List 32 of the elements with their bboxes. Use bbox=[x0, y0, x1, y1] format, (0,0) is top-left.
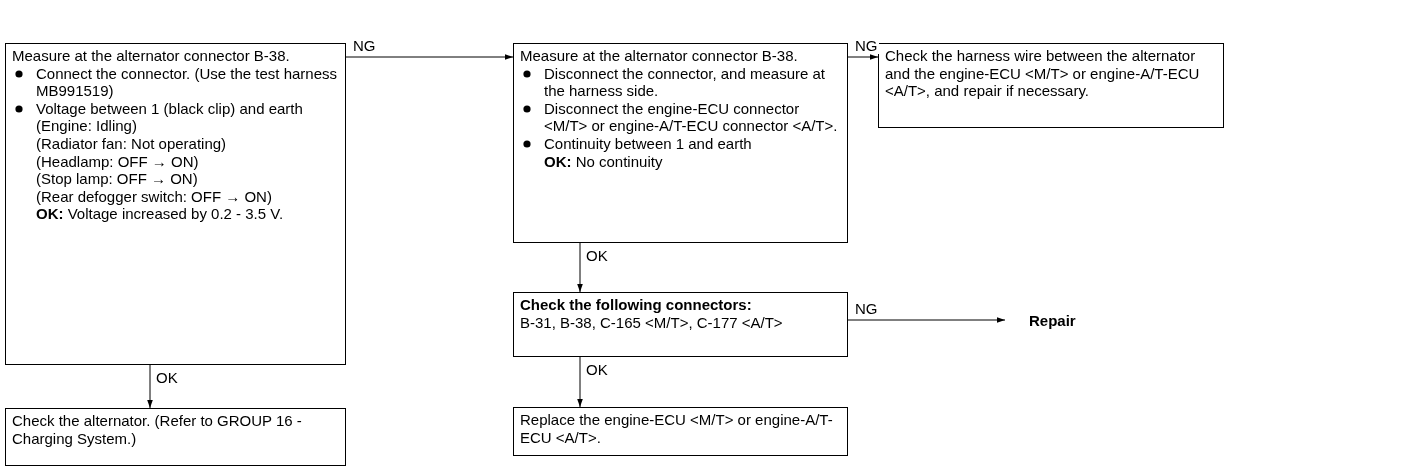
box-text: Check the alternator. (Refer to GROUP 16 - Charging System.) bbox=[12, 412, 303, 448]
process-box bbox=[5, 408, 346, 466]
process-box bbox=[513, 43, 848, 243]
arrow bbox=[847, 317, 1006, 323]
process-box bbox=[513, 292, 848, 357]
box-text: Measure at the alternator connector B-38. bbox=[12, 47, 291, 65]
box-text: (Rear defogger switch: OFF → ON) bbox=[35, 187, 273, 206]
box-text: Check the following connectors: bbox=[520, 296, 753, 314]
bullet-text: Voltage between 1 (black clip) and earth bbox=[36, 99, 303, 117]
bullet-text: Continuity between 1 and earth bbox=[544, 134, 752, 152]
box-text: (Radiator fan: Not operating) bbox=[35, 134, 228, 153]
box-text: Measure at the alternator connector B-38. bbox=[520, 47, 799, 65]
action-label: Repair bbox=[1029, 312, 1077, 330]
arrow bbox=[847, 54, 879, 60]
bullet-text: Disconnect the connector, and measure at the harness side. bbox=[544, 64, 825, 100]
arrow bbox=[577, 356, 583, 408]
arrow bbox=[345, 54, 514, 60]
arrow bbox=[577, 242, 583, 293]
box-text: OK: Voltage increased by 0.2 - 3.5 V. bbox=[35, 205, 285, 223]
bullet-text: Connect the connector. (Use the test harness MB991519) bbox=[36, 64, 337, 100]
process-box bbox=[5, 43, 346, 365]
process-box bbox=[513, 407, 848, 456]
box-text: (Stop lamp: OFF → ON) bbox=[35, 170, 199, 188]
bullet-text: Disconnect the engine-ECU connector <M/T> or engine-A/T-ECU connector <A/T>. bbox=[544, 99, 838, 135]
box-text: OK: No continuity bbox=[543, 152, 664, 171]
arrow bbox=[147, 364, 153, 409]
box-text: (Headlamp: OFF → ON) bbox=[35, 152, 200, 171]
box-text: Replace the engine-ECU <M/T> or engine-A/T-ECU <A/T>. bbox=[520, 411, 834, 447]
process-box bbox=[878, 43, 1224, 128]
box-text: Check the harness wire between the alternator and the engine-ECU <M/T> or engine-A/T-ECU <A/T>, and repair if necessary. bbox=[885, 47, 1201, 100]
box-text: B-31, B-38, C-165 <M/T>, C-177 <A/T> bbox=[520, 313, 784, 332]
box-text: (Engine: Idling) bbox=[35, 117, 138, 135]
